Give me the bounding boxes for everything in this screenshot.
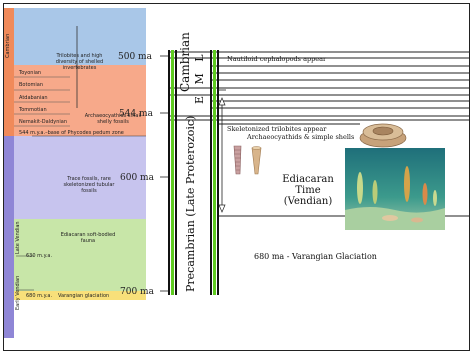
- upper-cambrian-panel: [14, 8, 146, 65]
- note-varangian-glaciation: 680 ma - Varangian Glaciation: [254, 252, 377, 261]
- label-600-ma: 600 ma: [120, 173, 154, 183]
- vendian-side-band: [4, 136, 14, 338]
- note-archaeocyathids: Archaeocyathids small shelly fossils: [84, 113, 142, 125]
- stage-botomian: Botomian: [19, 82, 44, 88]
- tubular-fossil-icon: [251, 146, 262, 175]
- stratigraphic-column-graphic: [4, 8, 146, 338]
- glaciation-panel: [14, 291, 146, 300]
- stage-tommotian: Tommotian: [19, 107, 47, 113]
- note-trace-fossils: Trace fossils, rare skeletonized tubular…: [63, 176, 115, 194]
- note-trilobites-diversity: Trilobites and high diversity of shelled…: [55, 53, 104, 71]
- scene-caption: Ediacaran Time (Vendian): [268, 174, 348, 207]
- label-544-ma: 544 ma: [119, 109, 153, 119]
- label-500-ma: 500 ma: [118, 52, 152, 62]
- caption-title: Ediacaran Time: [282, 174, 334, 196]
- stratigraphic-column: Cambrian Late Vendian Early Vendian Toyo…: [4, 8, 146, 338]
- cambrian-side-band: [4, 8, 14, 136]
- ediacaran-seafloor-scene: [345, 148, 445, 230]
- left-bar-black: [168, 50, 170, 295]
- disc-organism-icons: [382, 215, 423, 223]
- archaeocyathid-fossil-illustration: [359, 123, 407, 148]
- note-archaeocyathids-shells: Archaeocyathids & simple shells: [247, 133, 355, 141]
- stage-toyonian: Toyonian: [19, 70, 42, 76]
- note-680-mya: 680 m.y.a.: [26, 293, 53, 299]
- frond-organism-icons: [357, 166, 437, 206]
- cloudina-fossil-icon: [233, 145, 242, 175]
- note-630-mya: 630 m.y.a.: [26, 253, 53, 259]
- left-bar-green: [171, 50, 174, 295]
- era-cambrian: Cambrian: [178, 32, 192, 92]
- right-bar-black-2: [217, 50, 219, 295]
- era-cambrian-subdivisions: E M L: [193, 50, 206, 104]
- stage-nemakit-daldynian: Nemakit-Daldynian: [19, 119, 68, 125]
- stage-atdabanian: Atdabanian: [19, 95, 48, 101]
- note-ediacaran-fauna: Ediacaran soft-bodied fauna: [60, 232, 116, 244]
- fossil-tube-illustrations: [233, 145, 262, 175]
- right-bar-green: [213, 50, 216, 295]
- note-skeletonized-trilobites: Skeletonized trilobites appear: [227, 125, 327, 133]
- slide-frame: [3, 3, 470, 351]
- column-base: [14, 300, 146, 338]
- caption-subtitle: (Vendian): [283, 196, 333, 207]
- ediacaran-panel: [14, 219, 146, 291]
- era-precambrian: Precambrian (Late Proterozoic): [184, 115, 197, 292]
- note-varangian-glaciation: Varangian glaciation: [58, 293, 110, 299]
- note-nautiloid: Nautiloid cephalopods appear: [227, 55, 327, 63]
- trace-fossil-panel: [14, 136, 146, 219]
- right-bar-black: [210, 50, 212, 295]
- left-bar-black-2: [175, 50, 177, 295]
- note-phycodes: 544 m.y.a.–base of Phycodes pedum zone: [19, 130, 124, 136]
- label-700-ma: 700 ma: [120, 287, 154, 297]
